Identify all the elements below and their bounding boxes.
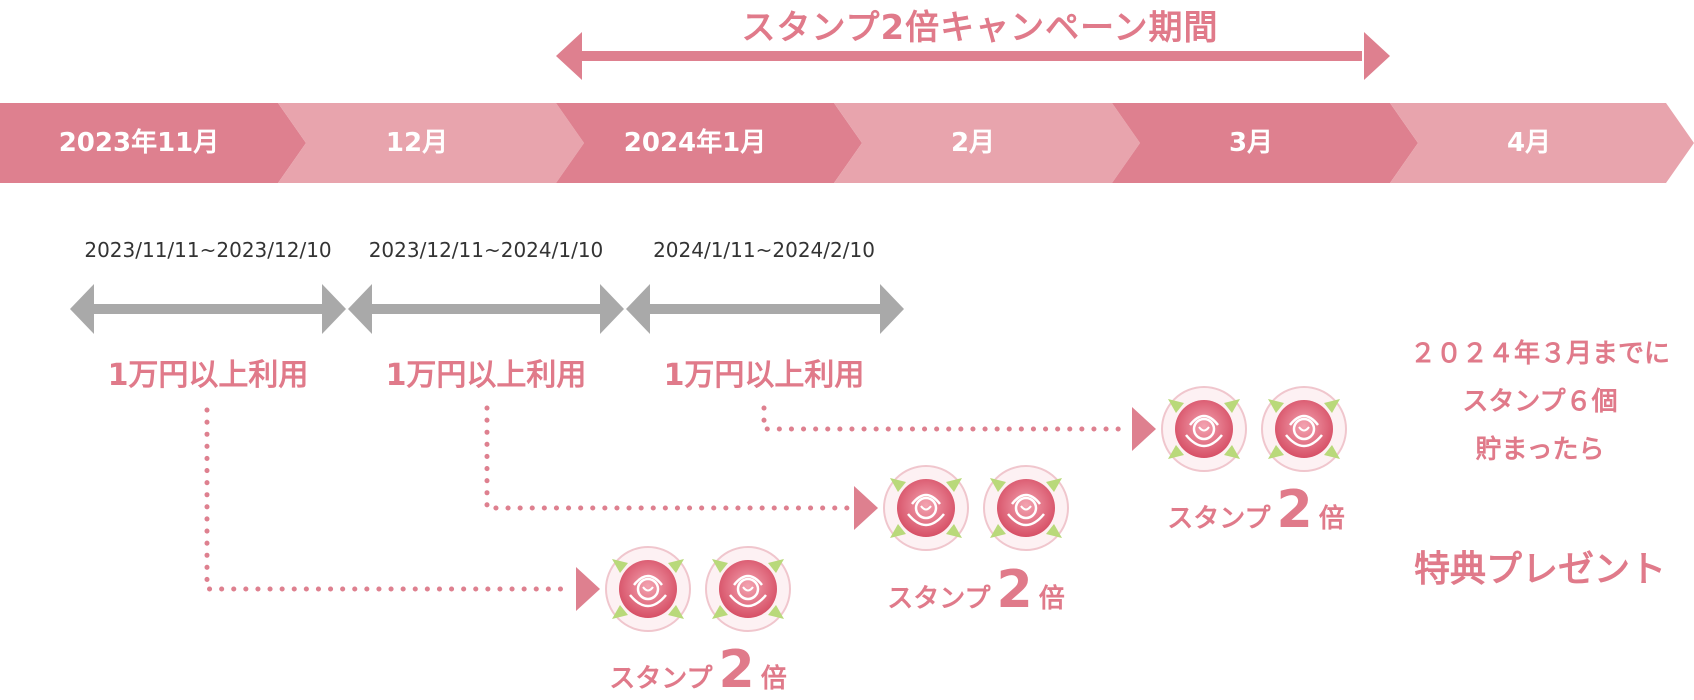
stamp-group — [605, 386, 1347, 632]
period-range-2: 2023/12/11~2024/1/10 — [368, 238, 604, 262]
month-segment-2 — [278, 103, 584, 183]
rose-stamp-icon — [605, 546, 691, 632]
stamp-caption-number: 2 — [1276, 480, 1313, 540]
period-range-1: 2023/11/11~2023/12/10 — [84, 238, 332, 262]
month-label-6: 4月 — [1506, 128, 1552, 158]
month-segment-6 — [1390, 103, 1694, 183]
month-label-5: 3月 — [1228, 128, 1274, 158]
connector-3 — [761, 405, 1156, 451]
rose-stamp-icon — [1161, 386, 1247, 472]
condition-label-3: 1万円以上利用 — [663, 358, 865, 393]
month-label-1: 2023年11月 — [58, 128, 220, 158]
connector-1 — [204, 407, 600, 611]
month-segment-4 — [834, 103, 1140, 183]
month-label-4: 2月 — [950, 128, 996, 158]
reward-line-1: ２０２４年３月までに — [1409, 339, 1670, 369]
gift-text: 特典プレゼント — [1413, 549, 1666, 590]
stamp-caption-prefix: スタンプ — [1167, 504, 1271, 534]
condition-label-1: 1万円以上利用 — [107, 358, 309, 393]
month-segment-5 — [1112, 103, 1418, 183]
period-arrow-2 — [348, 284, 624, 334]
stamp-caption-suffix: 倍 — [1038, 584, 1065, 614]
period-range-3: 2024/1/11~2024/2/10 — [653, 238, 875, 262]
stamp-caption-suffix: 倍 — [1318, 504, 1345, 534]
period-arrow-3 — [626, 284, 904, 334]
rose-stamp-icon — [883, 465, 969, 551]
period-arrow-1 — [70, 284, 346, 334]
rose-stamp-icon — [983, 465, 1069, 551]
reward-line-2: スタンプ６個 — [1462, 387, 1618, 417]
stamp-caption-prefix: スタンプ — [887, 584, 991, 614]
connector-2 — [484, 405, 878, 530]
rose-stamp-icon — [705, 546, 791, 632]
reward-line-3: 貯まったら — [1475, 435, 1605, 465]
stamp-caption-prefix: スタンプ — [609, 664, 713, 694]
month-timeline — [0, 103, 1694, 183]
rose-stamp-icon — [1261, 386, 1347, 472]
month-segment-3 — [556, 103, 862, 183]
campaign-period-arrow — [556, 32, 1390, 80]
month-segment-1 — [0, 103, 306, 183]
month-label-3: 2024年1月 — [623, 128, 767, 158]
stamp-caption-number: 2 — [718, 640, 755, 700]
campaign-title: スタンプ2倍キャンペーン期間 — [741, 8, 1219, 48]
month-label-2: 12月 — [385, 128, 449, 158]
condition-label-2: 1万円以上利用 — [385, 358, 587, 393]
stamp-caption-suffix: 倍 — [760, 664, 787, 694]
stamp-caption-number: 2 — [996, 560, 1033, 620]
